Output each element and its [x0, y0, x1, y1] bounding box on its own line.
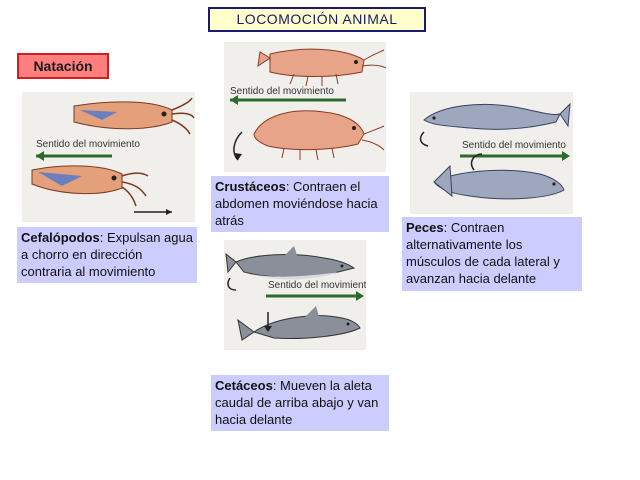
dolphin-bottom — [237, 306, 361, 341]
crustacean-illustration: Sentido del movimiento — [224, 42, 386, 172]
curl-arrow-dolphin — [227, 277, 237, 291]
cetacean-caption: Cetáceos: Mueven la aleta caudal de arri… — [211, 375, 389, 431]
page-title: LOCOMOCIÓN ANIMAL — [208, 7, 426, 32]
squid-top — [73, 97, 195, 135]
cetacean-description: : Mueven la aleta caudal de arriba abajo… — [215, 378, 379, 427]
squid-bottom — [31, 165, 149, 207]
curl-arrow-fish-2 — [470, 153, 483, 171]
cetacean-name: Cetáceos — [215, 378, 273, 393]
cephalopod-illustration: Sentido del movimiento — [22, 92, 195, 222]
fish-illustration: Sentido del movimiento — [410, 92, 573, 214]
cetacean-illustration: Sentido del movimiento — [224, 240, 366, 350]
dolphin-top — [225, 246, 356, 280]
direction-label-text-2: Sentido del movimiento — [230, 86, 334, 97]
crustacean-caption: Crustáceos: Contraen el abdomen moviéndo… — [211, 176, 389, 232]
fish-description: : Contraen alternativamente los músculos… — [406, 220, 560, 286]
fish-top — [423, 102, 571, 130]
curl-arrow — [233, 131, 243, 161]
direction-label-text-4: Sentido del movimiento — [268, 280, 366, 291]
curl-arrow-fish — [419, 131, 429, 147]
direction-label-text: Sentido del movimiento — [36, 139, 140, 150]
cephalopod-description: : Expulsan agua a chorro en dirección co… — [21, 230, 193, 279]
cephalopod-caption: Cefalópodos: Expulsan agua a chorro en d… — [17, 227, 197, 283]
fish-name: Peces — [406, 220, 444, 235]
shrimp-top — [257, 48, 386, 87]
section-tag: Natación — [17, 53, 109, 79]
fish-caption: Peces: Contraen alternativamente los mús… — [402, 217, 582, 291]
crustacean-description: : Contraen el abdomen moviéndose hacia a… — [215, 179, 378, 228]
shrimp-bottom — [253, 110, 385, 161]
fish-bottom — [433, 164, 565, 200]
cephalopod-name: Cefalópodos — [21, 230, 100, 245]
direction-label-text-3: Sentido del movimiento — [462, 140, 566, 151]
crustacean-name: Crustáceos — [215, 179, 286, 194]
